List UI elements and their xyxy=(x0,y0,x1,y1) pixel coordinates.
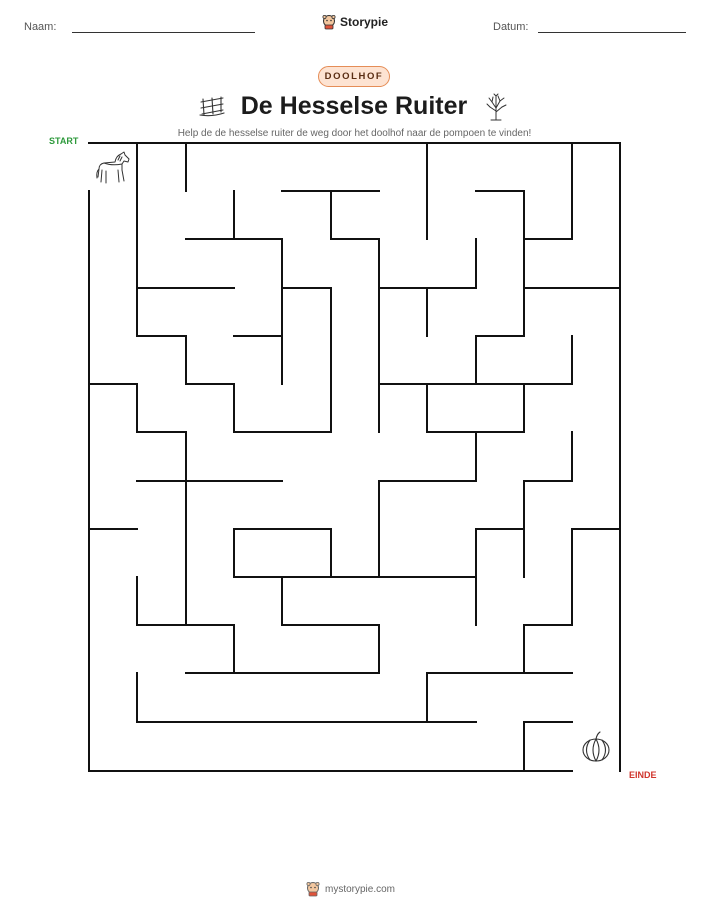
maze-badge: DOOLHOF xyxy=(318,66,390,87)
storypie-brand: Storypie xyxy=(322,13,388,31)
maze-walls xyxy=(88,142,621,772)
storypie-mascot-icon xyxy=(322,14,336,30)
horse-icon xyxy=(96,151,130,184)
tree-icon xyxy=(486,93,507,121)
footer: mystorypie.com xyxy=(306,880,395,898)
start-label: START xyxy=(49,136,79,146)
name-line[interactable] xyxy=(72,32,255,33)
fence-icon xyxy=(199,96,225,117)
footer-url[interactable]: mystorypie.com xyxy=(325,883,396,895)
end-label: EINDE xyxy=(629,770,657,780)
name-label: Naam: xyxy=(24,21,57,33)
instruction-text: Help de de hesselse ruiter de weg door h… xyxy=(177,128,532,139)
pumpkin-icon xyxy=(582,731,610,762)
date-line[interactable] xyxy=(538,32,686,33)
date-label: Datum: xyxy=(493,21,529,33)
page-title: De Hesselse Ruiter xyxy=(240,92,468,120)
storypie-mascot-icon xyxy=(306,881,320,897)
brand-name: Storypie xyxy=(340,15,389,29)
